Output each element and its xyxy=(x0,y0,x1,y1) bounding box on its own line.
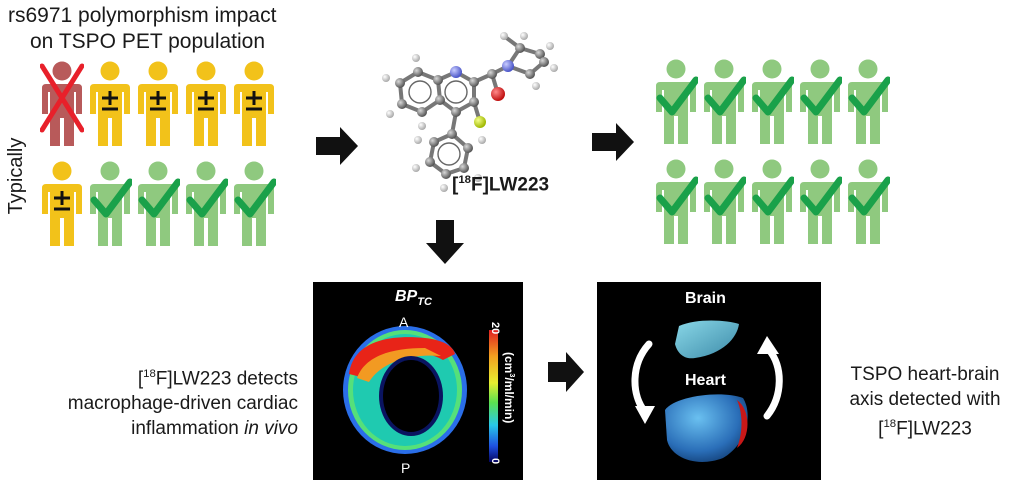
colorbar-min-label: 0 xyxy=(489,458,501,465)
right-caption-line-1: TSPO heart-brain xyxy=(850,364,1000,385)
left-caption-line-1-text: F]LW223 detects xyxy=(155,368,298,390)
right-caption-isotope: 18 xyxy=(883,418,897,430)
left-caption-line-1: [18F]LW223 detects xyxy=(137,368,298,390)
person-figure-ok xyxy=(800,159,842,244)
right-caption: TSPO heart-brain axis detected with [18F… xyxy=(832,362,1018,441)
pet-title: BPTC xyxy=(395,288,432,308)
person-figure-ok xyxy=(704,159,746,244)
compound-name: F]LW223 xyxy=(471,174,550,196)
cycle-arrow-left xyxy=(631,340,653,416)
pet-heatmap xyxy=(343,326,498,462)
person-figure-het xyxy=(234,61,274,146)
compound-label: [18F]LW223 xyxy=(452,174,549,196)
cycle-arrow-right xyxy=(763,346,783,420)
right-caption-line-3-text: F]LW223 xyxy=(896,418,972,440)
heart-brain-render xyxy=(631,320,783,462)
heart-label: Heart xyxy=(685,372,726,389)
compound-isotope: 18 xyxy=(458,174,471,186)
left-caption-isotope: 18 xyxy=(143,368,156,380)
arrow-right-1 xyxy=(316,127,358,165)
person-figure-ok xyxy=(800,59,842,144)
person-figure-ok xyxy=(752,159,794,244)
person-figure-het xyxy=(42,161,82,246)
title-line-1: rs6971 polymorphism impact xyxy=(8,4,277,27)
left-caption-line-3-italic: in vivo xyxy=(244,418,298,440)
person-figure-ok xyxy=(234,161,276,246)
pet-title-main: BP xyxy=(395,288,418,305)
heart-brain-render-panel: Brain Heart xyxy=(597,282,821,480)
heart-shape xyxy=(665,394,748,462)
pet-label-anterior: A xyxy=(399,314,409,330)
person-figure-ok xyxy=(848,59,890,144)
arrow-down xyxy=(426,220,464,264)
right-caption-line-2: axis detected with xyxy=(849,389,1001,410)
brain-label: Brain xyxy=(685,290,726,307)
compound-bracket: [ xyxy=(452,174,459,196)
person-figure-ok xyxy=(186,161,228,246)
colorbar-max-label: 20 xyxy=(489,322,501,335)
colorbar-unit-pre: (cm xyxy=(502,352,516,374)
person-figure-het xyxy=(138,61,178,146)
pet-label-posterior: P xyxy=(401,460,411,476)
person-figure-ok xyxy=(90,161,132,246)
brain-shape xyxy=(675,320,739,359)
person-figure-ok xyxy=(656,59,698,144)
colorbar-unit-post: /ml/min) xyxy=(502,377,516,424)
person-figure-ok xyxy=(704,59,746,144)
person-figure-ok xyxy=(848,159,890,244)
person-figure-het xyxy=(90,61,130,146)
pet-title-sub: TC xyxy=(417,296,432,309)
arrow-right-3 xyxy=(548,352,584,392)
left-caption-line-2: macrophage-driven cardiac xyxy=(67,393,298,415)
person-figure-ok xyxy=(752,59,794,144)
person-figure-ok xyxy=(138,161,180,246)
left-caption: [18F]LW223 detects macrophage-driven car… xyxy=(60,362,298,441)
left-caption-line-3-text: inflammation xyxy=(131,418,245,440)
colorbar-unit-label: (cm3/ml/min) xyxy=(502,352,517,423)
person-figure-excluded xyxy=(40,61,84,146)
left-caption-line-3: inflammation in vivo xyxy=(60,416,298,441)
molecule-structure xyxy=(382,32,558,192)
arrow-right-2 xyxy=(592,123,634,161)
person-figure-het xyxy=(186,61,226,146)
right-caption-line-3: [18F]LW223 xyxy=(878,418,972,440)
pet-image-panel: BPTC A P 20 0 (cm3/ml/min) xyxy=(313,282,523,480)
person-figure-ok xyxy=(656,159,698,244)
title-line-2: on TSPO PET population xyxy=(30,30,266,53)
